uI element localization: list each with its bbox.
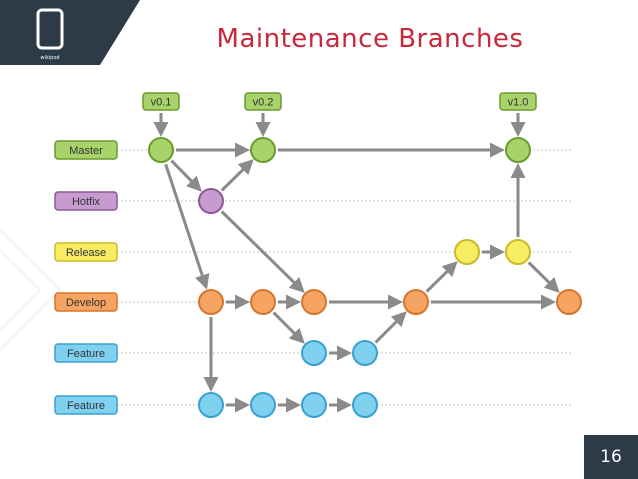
background-pattern xyxy=(0,229,61,351)
arrow-h1-d3 xyxy=(220,210,305,293)
commit-node-develop xyxy=(403,289,429,315)
branch-label-box-develop xyxy=(54,292,118,312)
branch-label-box-hotfix xyxy=(54,191,118,211)
branch-label-box-release xyxy=(54,242,118,262)
arrow-m1-h1 xyxy=(170,159,202,192)
commit-node-develop xyxy=(556,289,582,315)
branch-label-box-feature2 xyxy=(54,395,118,415)
commit-node-develop xyxy=(250,289,276,315)
commit-node-master xyxy=(250,137,276,163)
branch-label-release: Release xyxy=(66,247,106,259)
version-tag-label: v0.2 xyxy=(253,97,274,109)
version-tag-label: v1.0 xyxy=(508,97,529,109)
commit-node-release xyxy=(505,239,531,265)
version-tag-box xyxy=(142,92,180,111)
commit-node-feature2 xyxy=(301,392,327,418)
logo-text: wikipod xyxy=(40,55,59,61)
branch-label-box-master xyxy=(54,140,118,160)
version-tag-box xyxy=(499,92,537,111)
commit-node-feature1 xyxy=(301,340,327,366)
branch-label-box-feature1 xyxy=(54,343,118,363)
arrow-h1-m2 xyxy=(220,159,254,192)
phone-icon xyxy=(36,8,64,50)
logo: wikipod xyxy=(0,0,140,65)
commit-node-feature1 xyxy=(352,340,378,366)
version-tag-label: v0.1 xyxy=(151,97,172,109)
branch-label-develop: Develop xyxy=(66,297,106,309)
arrow-r2-d5 xyxy=(527,261,560,293)
branch-lanes xyxy=(117,149,572,406)
commit-node-master xyxy=(505,137,531,163)
version-tags: v0.1 v0.2 v1.0 xyxy=(142,92,537,137)
commit-arrows xyxy=(164,142,560,413)
commit-node-develop xyxy=(301,289,327,315)
arrow-d4-r1 xyxy=(425,261,458,293)
slide-number: 16 xyxy=(584,435,638,479)
commit-node-develop xyxy=(198,289,224,315)
page-title: Maintenance Branches xyxy=(216,24,524,54)
commit-node-master xyxy=(148,137,174,163)
commit-node-hotfix xyxy=(198,188,224,214)
arrow-f2-d4 xyxy=(374,311,407,344)
branch-label-hotfix: Hotfix xyxy=(72,196,101,208)
commit-node-feature2 xyxy=(198,392,224,418)
logo-panel xyxy=(0,0,140,65)
branch-label-feature2: Feature xyxy=(67,400,105,412)
commit-nodes xyxy=(148,137,582,418)
commit-node-release xyxy=(454,239,480,265)
branch-label-feature1: Feature xyxy=(67,348,105,360)
commit-node-feature2 xyxy=(352,392,378,418)
version-tag-box xyxy=(244,92,282,111)
arrow-m1-d1 xyxy=(164,163,210,290)
branch-label-master: Master xyxy=(69,145,103,157)
arrow-d2-f1 xyxy=(272,311,305,344)
commit-node-feature2 xyxy=(250,392,276,418)
